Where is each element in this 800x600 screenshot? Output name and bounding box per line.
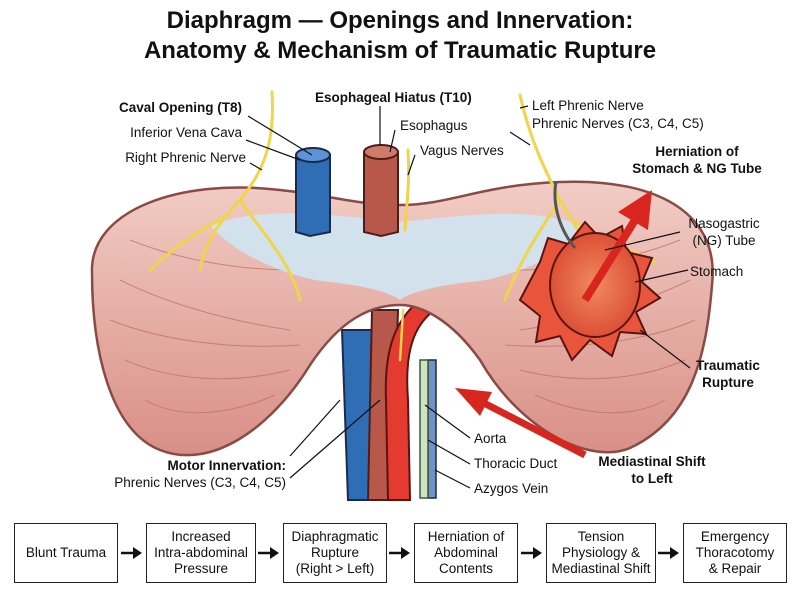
ng-tube bbox=[553, 181, 577, 249]
flow-arrow-1 bbox=[121, 547, 142, 559]
label-herniation-2: Stomach & NG Tube bbox=[632, 161, 762, 176]
flow-arrow-4 bbox=[521, 547, 542, 559]
label-phrenic-nerves-top: Phrenic Nerves (C3, C4, C5) bbox=[532, 116, 704, 131]
label-esophagus: Esophagus bbox=[400, 118, 468, 133]
label-vagus-nerves: Vagus Nerves bbox=[420, 143, 504, 158]
flow-arrow-2 bbox=[258, 547, 279, 559]
label-stomach: Stomach bbox=[690, 264, 744, 279]
title-line-2: Anatomy & Mechanism of Traumatic Rupture bbox=[143, 37, 657, 64]
lower-vessels bbox=[340, 298, 437, 501]
upper-vessels bbox=[295, 144, 399, 238]
label-herniation-1: Herniation of bbox=[655, 144, 739, 159]
azygos-lower bbox=[427, 359, 437, 499]
duct-lower bbox=[419, 359, 429, 499]
label-caval-opening: Caval Opening (T8) bbox=[118, 100, 242, 115]
label-mediastinal-2: to Left bbox=[631, 471, 673, 486]
title-line-1: Diaphragm — Openings and Innervation: bbox=[166, 7, 634, 34]
label-right-phrenic-nerve: Right Phrenic Nerve bbox=[125, 150, 246, 165]
label-motor-innervation: Motor Innervation: bbox=[167, 458, 287, 473]
leader-lines bbox=[245, 105, 691, 489]
label-azygos-vein: Azygos Vein bbox=[474, 481, 549, 496]
label-ng-tube-1: Nasogastric bbox=[688, 216, 760, 231]
flow-arrow-3 bbox=[389, 547, 410, 559]
label-traumatic-1: Traumatic bbox=[696, 358, 760, 373]
label-left-phrenic-nerve: Left Phrenic Nerve bbox=[532, 98, 644, 113]
label-traumatic-2: Rupture bbox=[702, 375, 754, 390]
label-phrenic-nerves-bottom: Phrenic Nerves (C3, C4, C5) bbox=[114, 475, 286, 490]
flow-step-1: Blunt Trauma bbox=[14, 523, 118, 583]
label-ng-tube-2: (NG) Tube bbox=[692, 233, 756, 248]
label-thoracic-duct: Thoracic Duct bbox=[474, 456, 558, 471]
arrows bbox=[455, 190, 652, 459]
ivc-lower bbox=[340, 329, 373, 501]
label-inferior-vena-cava: Inferior Vena Cava bbox=[130, 125, 242, 140]
flow-arrow-5 bbox=[658, 547, 679, 559]
label-esophageal-hiatus: Esophageal Hiatus (T10) bbox=[315, 90, 472, 105]
label-aorta: Aorta bbox=[474, 431, 507, 446]
label-mediastinal-1: Mediastinal Shift bbox=[598, 454, 706, 469]
